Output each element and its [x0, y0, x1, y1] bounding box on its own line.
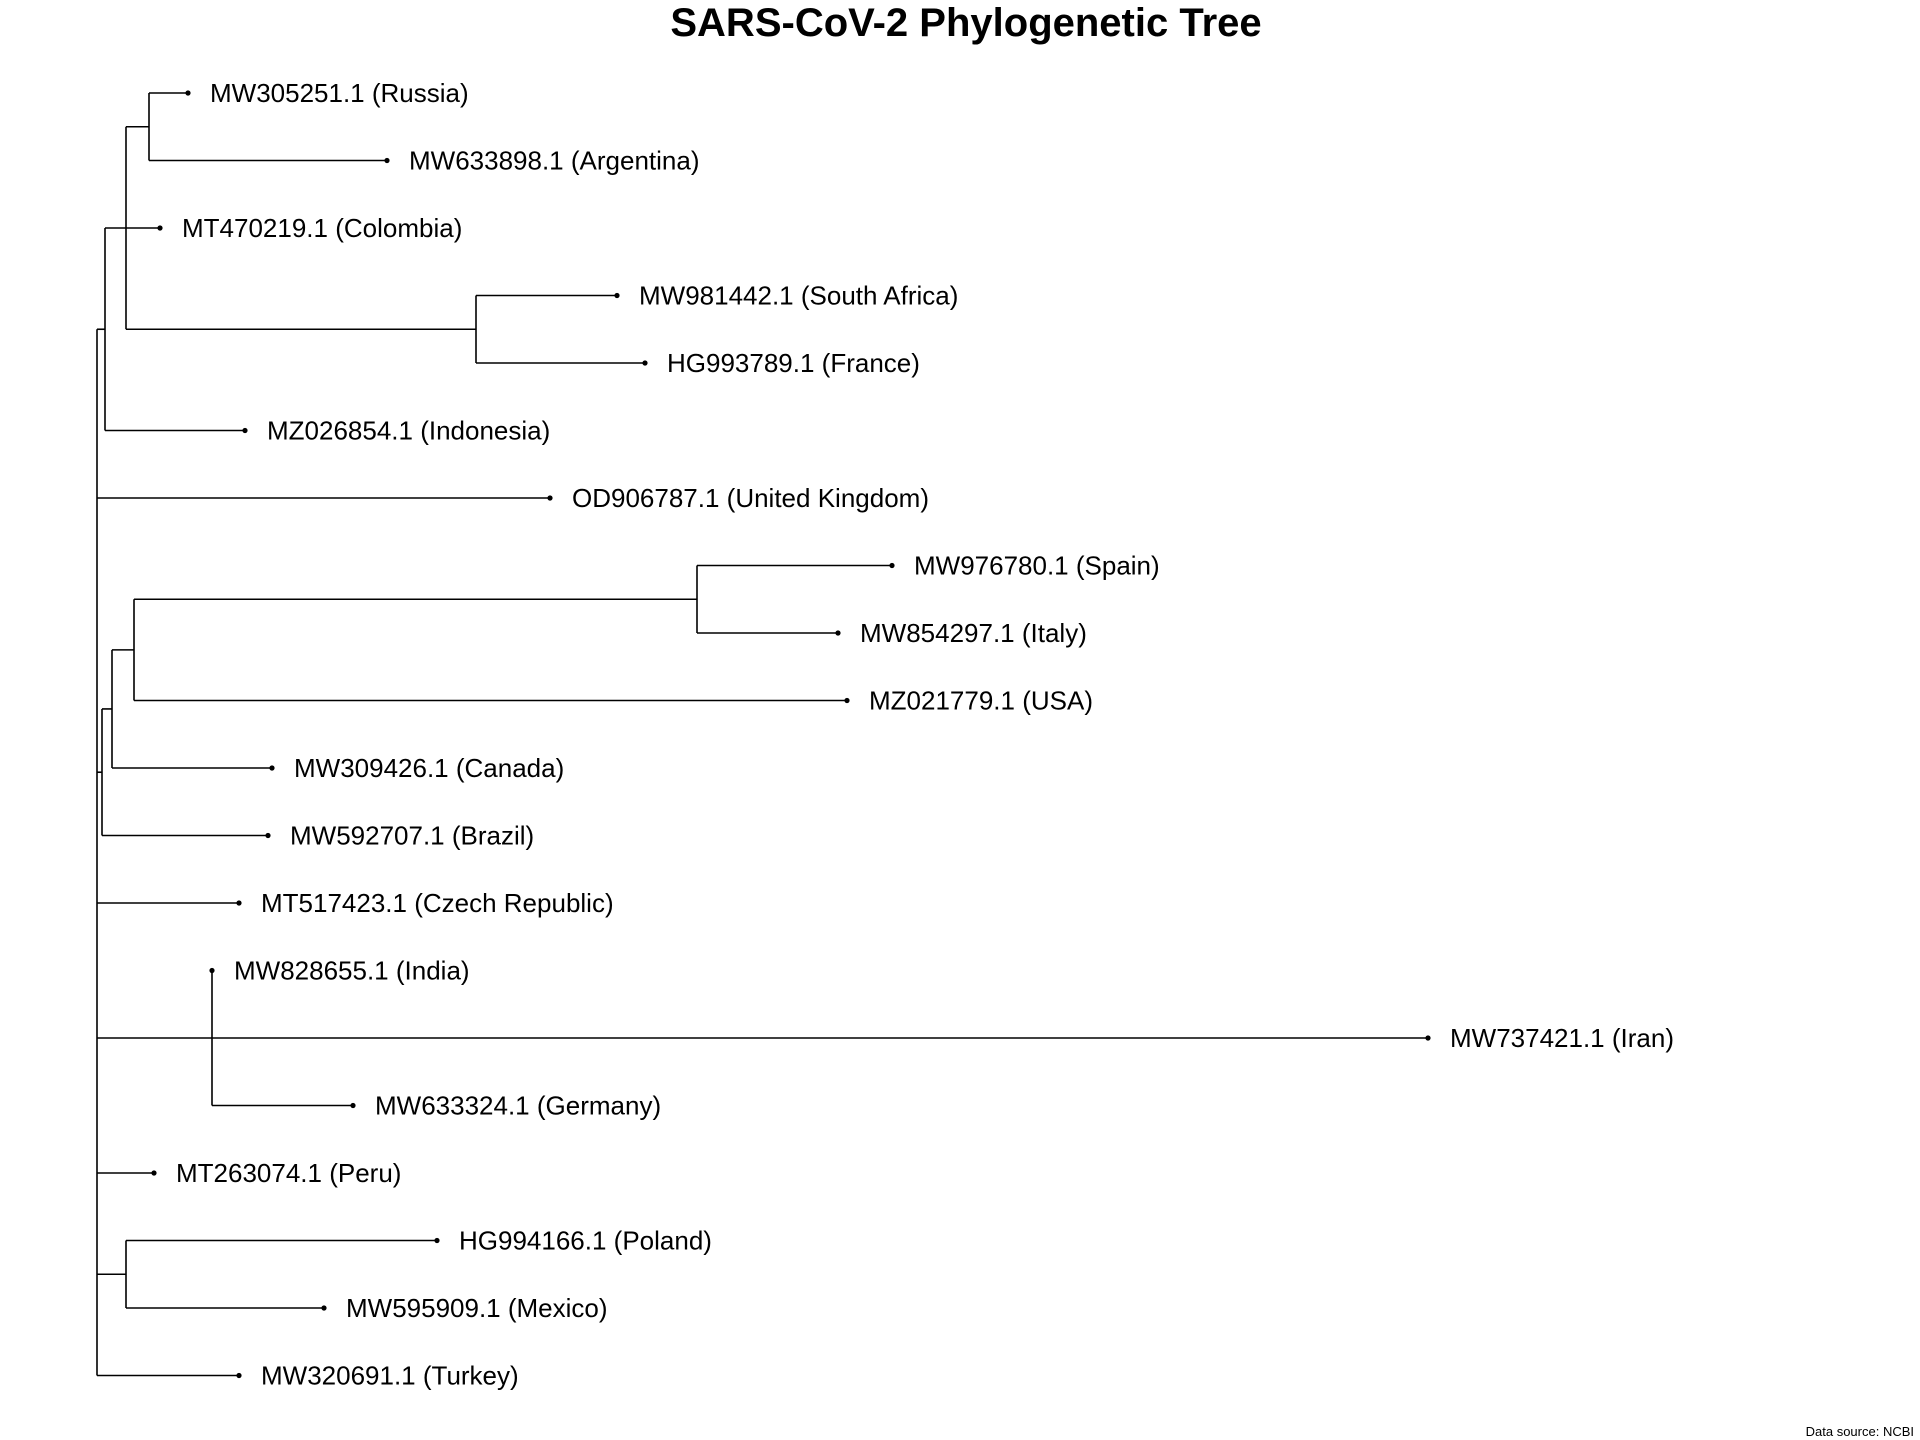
- tree-tips: [151, 90, 1431, 1379]
- tip-point: [157, 225, 163, 231]
- tip-label: HG993789.1 (France): [667, 348, 920, 378]
- tip-point: [321, 1305, 327, 1311]
- data-source-caption: Data source: NCBI: [1806, 1424, 1914, 1439]
- tip-point: [242, 427, 248, 434]
- tip-label: MZ021779.1 (USA): [869, 686, 1093, 716]
- tip-point: [1425, 1035, 1431, 1041]
- tip-label: MW305251.1 (Russia): [210, 78, 469, 108]
- tip-label: MW981442.1 (South Africa): [639, 281, 958, 311]
- tip-label: OD906787.1 (United Kingdom): [572, 483, 929, 513]
- tip-point: [236, 1372, 242, 1379]
- tip-point: [889, 562, 895, 569]
- tip-label: MT263074.1 (Peru): [176, 1158, 401, 1188]
- tip-label: MT470219.1 (Colombia): [182, 213, 462, 243]
- tip-label: MZ026854.1 (Indonesia): [267, 416, 550, 446]
- tip-point: [209, 967, 215, 974]
- tip-label: MT517423.1 (Czech Republic): [261, 888, 614, 918]
- tip-label: MW976780.1 (Spain): [914, 551, 1160, 581]
- tip-point: [642, 360, 648, 366]
- tip-label: MW309426.1 (Canada): [294, 753, 564, 783]
- tip-point: [835, 630, 841, 636]
- tip-point: [265, 832, 271, 839]
- tip-label: MW633898.1 (Argentina): [409, 146, 699, 176]
- chart-title: SARS-CoV-2 Phylogenetic Tree: [670, 1, 1261, 45]
- tip-point: [844, 697, 850, 704]
- tip-point: [269, 765, 275, 771]
- tip-label: MW828655.1 (India): [234, 956, 470, 986]
- tip-label: MW737421.1 (Iran): [1450, 1023, 1674, 1053]
- tip-point: [614, 292, 620, 299]
- tip-point: [151, 1170, 157, 1176]
- tip-label: HG994166.1 (Poland): [459, 1226, 712, 1256]
- tip-point: [434, 1237, 440, 1244]
- tip-point: [350, 1102, 356, 1109]
- tip-label: MW595909.1 (Mexico): [346, 1293, 608, 1323]
- tip-label: MW854297.1 (Italy): [860, 618, 1087, 648]
- tree-labels: MW305251.1 (Russia) MW633898.1 (Argentina…: [176, 78, 1674, 1391]
- tip-label: MW592707.1 (Brazil): [290, 821, 534, 851]
- tip-point: [547, 495, 553, 501]
- tip-point: [384, 157, 390, 164]
- tip-label: MW320691.1 (Turkey): [261, 1361, 519, 1391]
- tip-point: [236, 900, 242, 906]
- tip-point: [185, 90, 191, 96]
- tree-branches: [96, 92, 1428, 1377]
- tip-label: MW633324.1 (Germany): [375, 1091, 661, 1121]
